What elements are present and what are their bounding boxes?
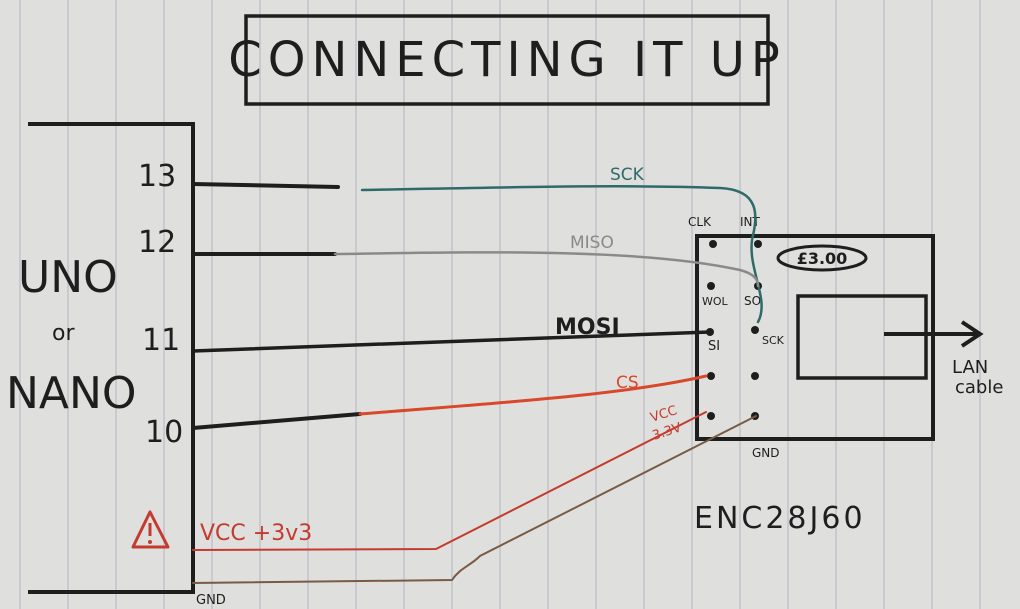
pin-11-label: 11 xyxy=(142,323,180,358)
mosi-wire-label: MOSI xyxy=(555,315,620,340)
wire-mosi xyxy=(191,330,712,353)
vcc-board-label: VCC +3v3 xyxy=(200,521,312,546)
price-tag xyxy=(776,244,868,272)
pin-label-int: INT xyxy=(740,215,761,229)
arrow-right-icon xyxy=(884,320,984,348)
pin-label-wol: WOL xyxy=(702,295,729,308)
pin-label-so: SO xyxy=(744,294,761,308)
paper-ruling xyxy=(19,0,981,609)
miso-wire-label: MISO xyxy=(570,233,614,253)
pin-label-si: SI xyxy=(708,339,720,354)
pin-label-clk: CLK xyxy=(688,215,712,229)
wire-vcc xyxy=(192,411,707,551)
gnd-board-label: GND xyxy=(196,593,226,608)
rj45-jack xyxy=(796,294,928,380)
pin-12-label: 12 xyxy=(138,225,176,260)
pin-10-label: 10 xyxy=(145,415,183,450)
pin-13-label: 13 xyxy=(138,159,176,194)
enc28j60-module xyxy=(695,234,935,441)
sck-wire-label: SCK xyxy=(610,165,645,185)
module-name: ENC28J60 xyxy=(694,501,866,536)
wire-miso xyxy=(191,251,760,288)
board-label-or: or xyxy=(52,321,75,346)
board-label-uno: UNO xyxy=(18,252,118,303)
wire-gnd xyxy=(192,415,757,584)
pin-label-gnd: GND xyxy=(752,446,780,460)
arduino-board-outline xyxy=(28,122,195,594)
cs-wire-label: CS xyxy=(616,373,639,393)
lan-label: LAN xyxy=(952,357,988,378)
cable-label: cable xyxy=(955,377,1003,398)
wire-sck xyxy=(191,182,763,324)
page-title: CONNECTING IT UP xyxy=(228,32,786,88)
title-box xyxy=(244,14,770,106)
board-label-nano: NANO xyxy=(6,368,137,419)
pin-label-sck: SCK xyxy=(762,334,785,347)
wire-cs xyxy=(191,374,708,430)
price-label: £3.00 xyxy=(797,249,848,268)
warning-triangle-icon xyxy=(131,510,170,549)
